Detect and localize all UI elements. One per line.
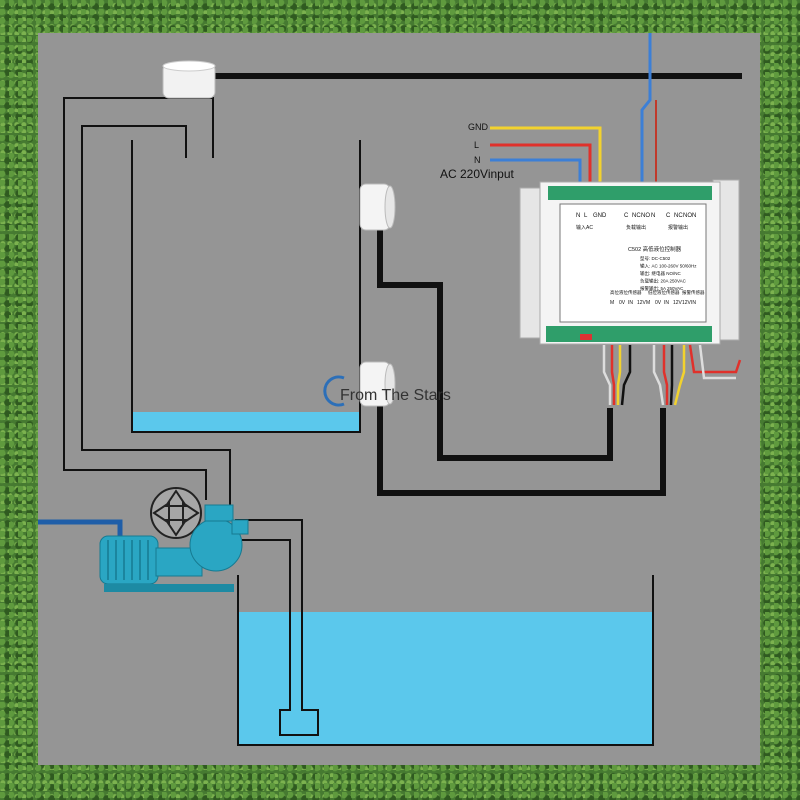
spec-line: 输出: 继电器 NO/NC <box>640 270 682 277</box>
spec-line: 负载输出: 20A 250VAC <box>640 278 687 285</box>
bottom-terminal-label: 12V <box>682 300 692 306</box>
bottom-group-label: 高位液位传感器 <box>610 289 642 296</box>
watermark: From The Stars <box>323 375 451 407</box>
bottom-terminal-block <box>546 326 712 342</box>
bottom-terminal-label: IN <box>664 300 669 306</box>
low-level-sensor <box>359 361 396 407</box>
top-terminal-label: NC <box>674 213 683 219</box>
top-sensor <box>162 60 216 99</box>
bottom-terminal-label: M <box>610 300 614 306</box>
spec-line: 输入: AC 100-260V 50/60Hz <box>640 263 697 270</box>
lower-tank <box>237 575 654 746</box>
top-terminal-label: N <box>576 213 580 219</box>
water-pump <box>99 504 249 592</box>
l-label: L <box>474 140 479 150</box>
top-terminal-label: N <box>692 213 696 219</box>
lower-tank-water <box>238 612 652 744</box>
bottom-terminal-label: IN <box>628 300 633 306</box>
top-terminal-label: GND <box>593 213 607 219</box>
top-terminal-label: NC <box>632 213 641 219</box>
controller-label-panel <box>559 203 707 323</box>
n-label: N <box>474 155 481 165</box>
bottom-group-label: 低位液位传感器 <box>648 289 680 296</box>
top-terminal-label: NO <box>641 213 650 219</box>
top-group-label: 负载输出 <box>626 224 646 231</box>
bottom-terminal-label: 12V <box>673 300 683 306</box>
top-terminal-block <box>548 186 712 200</box>
sensor-lead-wires <box>602 344 742 406</box>
high-sensor-cable <box>377 230 613 461</box>
fan-icon <box>150 487 202 539</box>
bottom-group-label: 报警传感器 <box>682 289 705 296</box>
bottom-terminal-label: IN <box>691 300 696 306</box>
pump-inlet-pipe <box>38 519 123 540</box>
pipes <box>63 97 319 736</box>
top-group-label: 输入AC <box>576 224 593 231</box>
bottom-terminal-label: 0V <box>619 300 626 306</box>
top-terminal-label: N <box>651 213 655 219</box>
low-sensor-cable <box>377 385 666 496</box>
upper-tank <box>131 140 361 433</box>
spec-line: 报警输出: 5A 250VAC <box>640 285 684 292</box>
ac-input-wires <box>490 126 602 185</box>
bottom-terminal-label: 0V <box>655 300 662 306</box>
ac-input-label: AC 220Vinput <box>440 167 515 181</box>
spec-line: 型号: DC-C502 <box>640 255 671 262</box>
controller-model: C502 高低液位控制器 <box>628 245 682 253</box>
top-terminal-label: NO <box>683 213 692 219</box>
high-level-sensor <box>359 183 396 231</box>
top-terminal-label: L <box>584 213 588 219</box>
bottom-terminal-label: M <box>646 300 650 306</box>
gnd-label: GND <box>468 122 489 132</box>
top-blue-wire <box>640 33 652 185</box>
top-group-label: 报警输出 <box>668 224 688 231</box>
bottom-terminal-label: 12V <box>637 300 647 306</box>
watermark-text: From The Stars <box>340 387 451 404</box>
upper-tank-water <box>132 412 360 432</box>
top-terminal-label: C <box>624 213 629 219</box>
top-terminal-label: C <box>666 213 671 219</box>
